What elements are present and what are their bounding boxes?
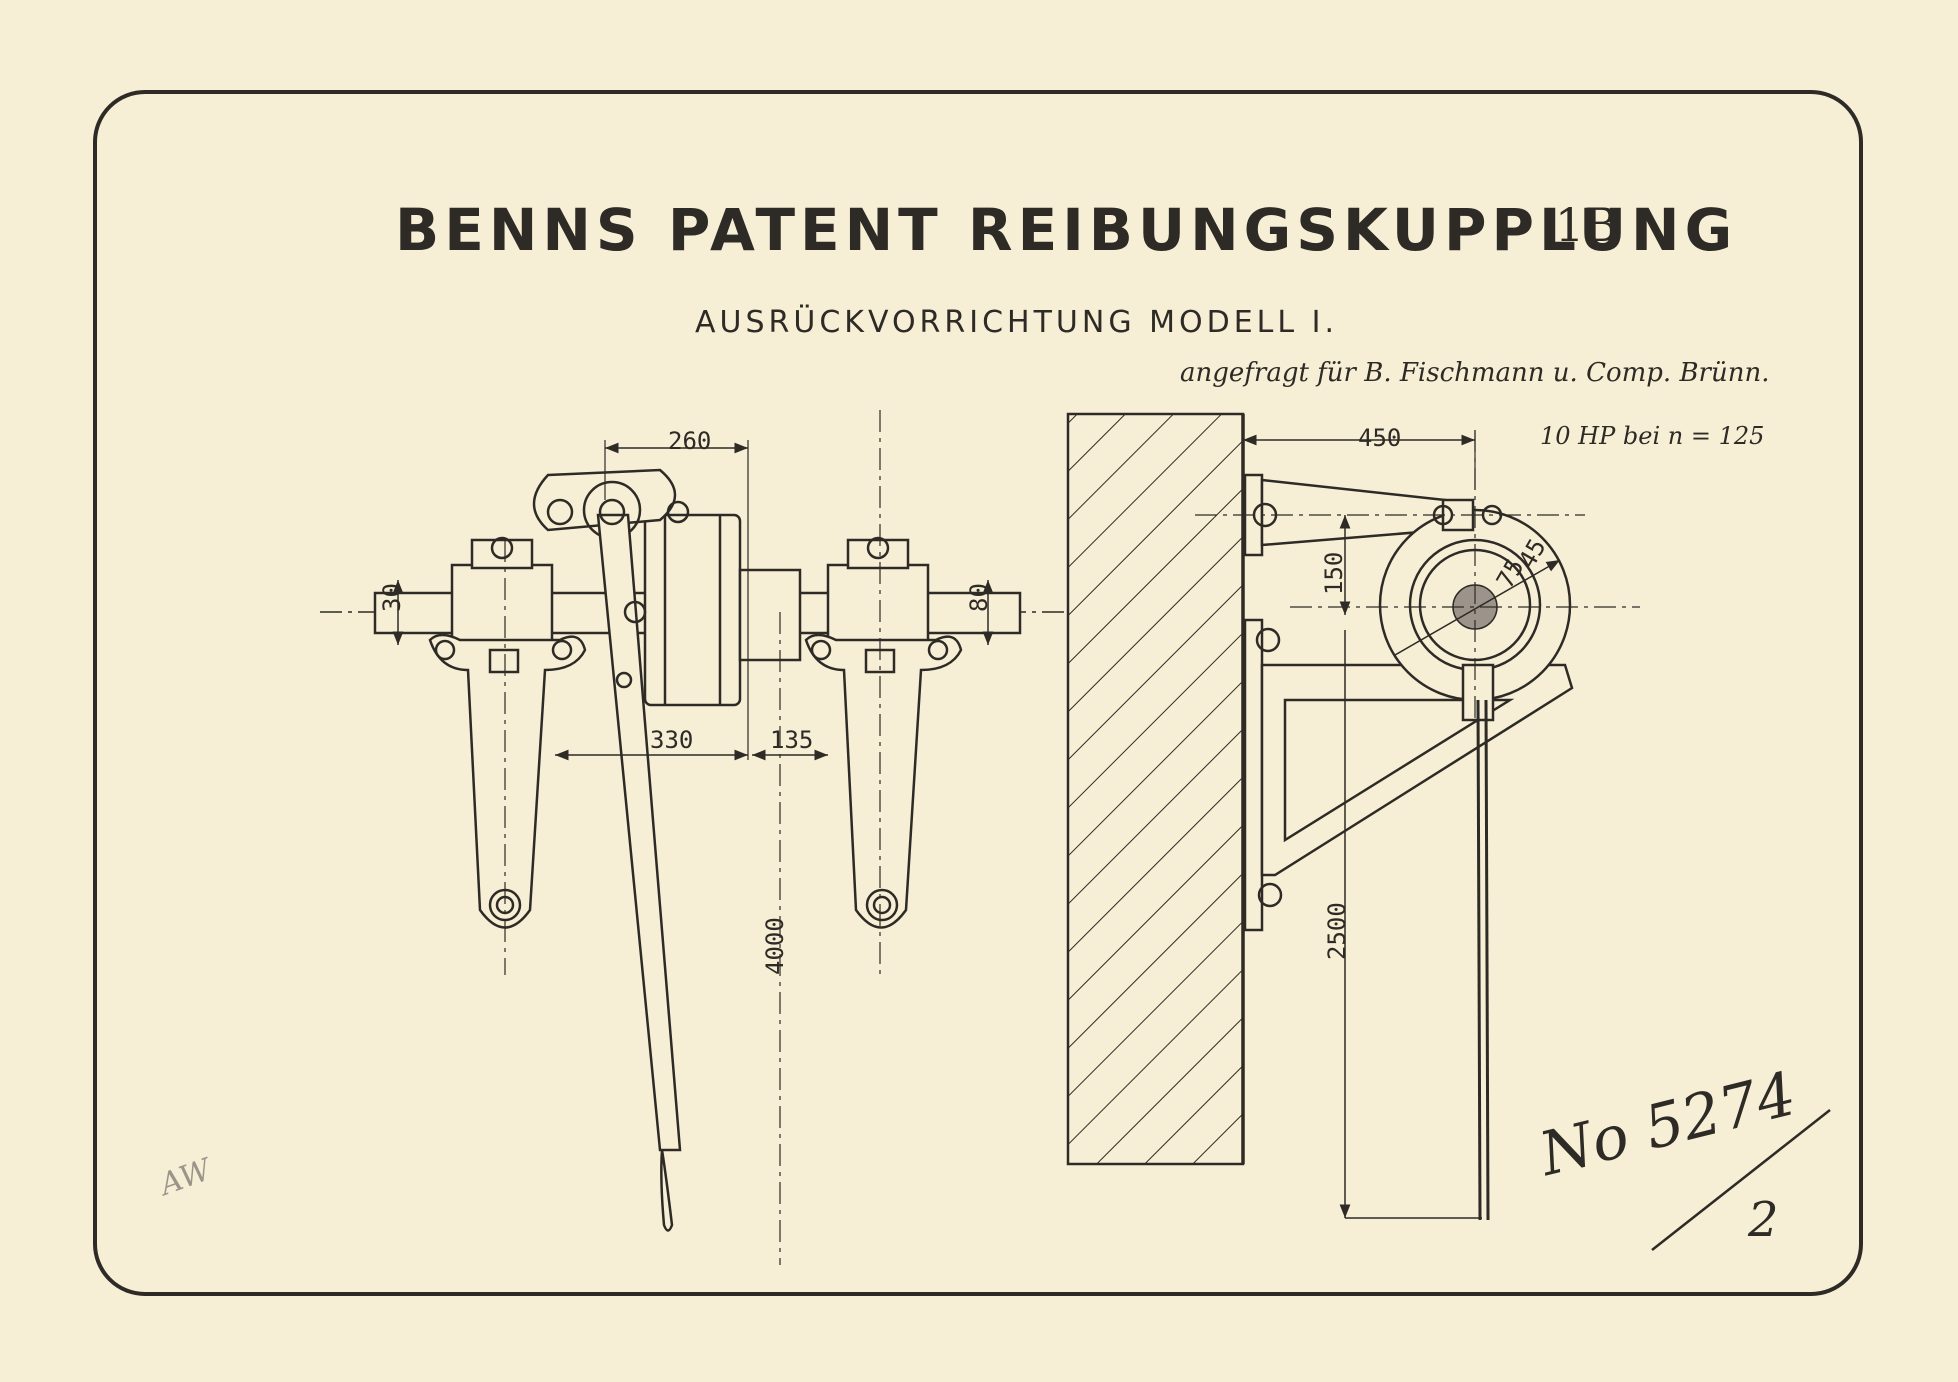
dim-4000: 4000 <box>761 917 789 975</box>
drawing-title: BENNS PATENT REIBUNGSKUPPLUNG <box>395 196 1738 264</box>
wall-section <box>1066 412 1245 1166</box>
left-hanger-bearing <box>428 536 587 975</box>
operating-lever <box>596 498 682 1232</box>
dim-30: 30 <box>378 583 406 612</box>
title-mark: 1B <box>1555 198 1619 252</box>
sheet-number: 2 <box>1748 1192 1779 1248</box>
clutch-housing <box>643 513 802 707</box>
drawing-subtitle: AUSRÜCKVORRICHTUNG MODELL I. <box>695 305 1339 340</box>
dim-2500: 2500 <box>1323 902 1351 960</box>
right-hanger-bearing <box>804 410 963 975</box>
dim-330: 330 <box>650 726 693 754</box>
signature-stroke <box>1651 1109 1831 1251</box>
front-view <box>320 410 1070 1265</box>
dim-260: 260 <box>668 427 711 455</box>
dim-150: 150 <box>1320 552 1348 595</box>
drawing-frame <box>93 90 1863 1296</box>
power-spec: 10 HP bei n = 125 <box>1540 422 1765 450</box>
handwritten-note: angefragt für B. Fischmann u. Comp. Brün… <box>1180 358 1770 388</box>
dim-450: 450 <box>1358 424 1401 452</box>
dim-80: 80 <box>965 583 993 612</box>
dim-135: 135 <box>770 726 813 754</box>
side-view <box>1066 412 1640 1221</box>
